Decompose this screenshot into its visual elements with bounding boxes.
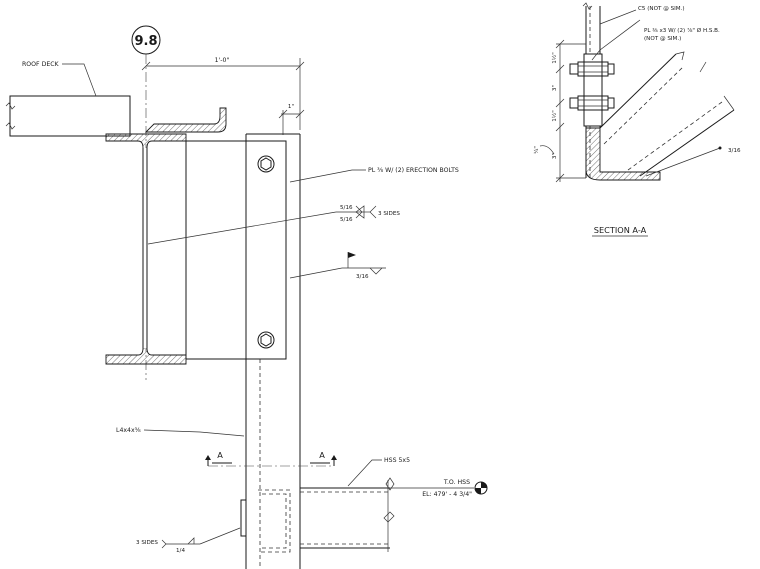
sec-dim-3-top: 3" <box>552 85 558 92</box>
connection-plate <box>185 140 287 360</box>
dimension-1in: 1" <box>278 104 305 135</box>
grid-marker: 9.8 <box>131 25 161 55</box>
weld-symbol-5-16 <box>147 205 377 245</box>
angle-label: L4x4x⅜ <box>116 427 141 434</box>
sec-plate-note-2: (NOT @ SIM.) <box>644 36 681 42</box>
to-hss-label: T.O. HSS <box>443 479 470 486</box>
weld-symbol-1-4 <box>161 527 241 549</box>
dim-1ft-text: 1'-0" <box>215 57 230 64</box>
dimension-1ft: 1'-0" <box>141 57 305 130</box>
section-cut-left-label: A <box>217 450 223 460</box>
section-bolt-bottom-icon <box>569 95 615 111</box>
angle-leader <box>143 429 245 437</box>
wide-flange-beam <box>105 133 187 365</box>
weld-5-16-bottom: 5/16 <box>340 217 353 223</box>
elevation-label: EL: 479' - 4 3/4" <box>422 491 472 498</box>
roof-deck <box>5 95 131 137</box>
sec-dim-3-bottom: 3" <box>552 153 558 160</box>
sec-c5-note: C5 (NOT @ SIM.) <box>638 6 685 12</box>
section-cut-marker <box>205 455 337 467</box>
sec-dim-1half-mid: 1½" <box>551 110 558 122</box>
weld-tab <box>240 499 247 537</box>
elevation-symbol-icon <box>474 481 488 495</box>
hss-leader <box>347 459 382 487</box>
edge-angle <box>144 107 227 133</box>
sec-dim-1half-top: 1½" <box>551 52 558 64</box>
section-bolt-top-icon <box>569 61 615 77</box>
sec-dim-quarter: ¼" <box>534 146 540 154</box>
sec-weld-3-16: 3/16 <box>728 148 741 154</box>
plate-leader <box>289 169 366 183</box>
grid-marker-label: 9.8 <box>134 34 157 49</box>
section-a-a <box>539 2 735 183</box>
hss-tube <box>300 477 395 552</box>
hss-hidden <box>258 489 291 553</box>
roof-deck-leader <box>62 63 97 97</box>
roof-deck-label: ROOF DECK <box>22 61 60 68</box>
weld-3-16: 3/16 <box>356 274 369 280</box>
bolt-top-icon <box>257 155 275 173</box>
hss-label: HSS 5x5 <box>384 457 410 464</box>
section-cut-right-label: A <box>319 450 325 460</box>
bolt-bottom-icon <box>257 331 275 349</box>
weld-3-sides-top: 3 SIDES <box>378 211 400 217</box>
dim-1in-text: 1" <box>288 104 295 110</box>
weld-1-4: 1/4 <box>176 548 185 554</box>
section-title: SECTION A-A <box>594 225 647 235</box>
sec-plate-note-1: PL ⅜ x3 W/ (2) ⅞" Ø H.S.B. <box>644 27 720 34</box>
column-angle <box>245 133 301 569</box>
weld-5-16-top: 5/16 <box>340 205 353 211</box>
plate-note: PL ⅜ W/ (2) ERECTION BOLTS <box>368 167 459 174</box>
weld-symbol-3-16 <box>289 252 386 279</box>
weld-3-sides-bottom: 3 SIDES <box>136 540 158 546</box>
